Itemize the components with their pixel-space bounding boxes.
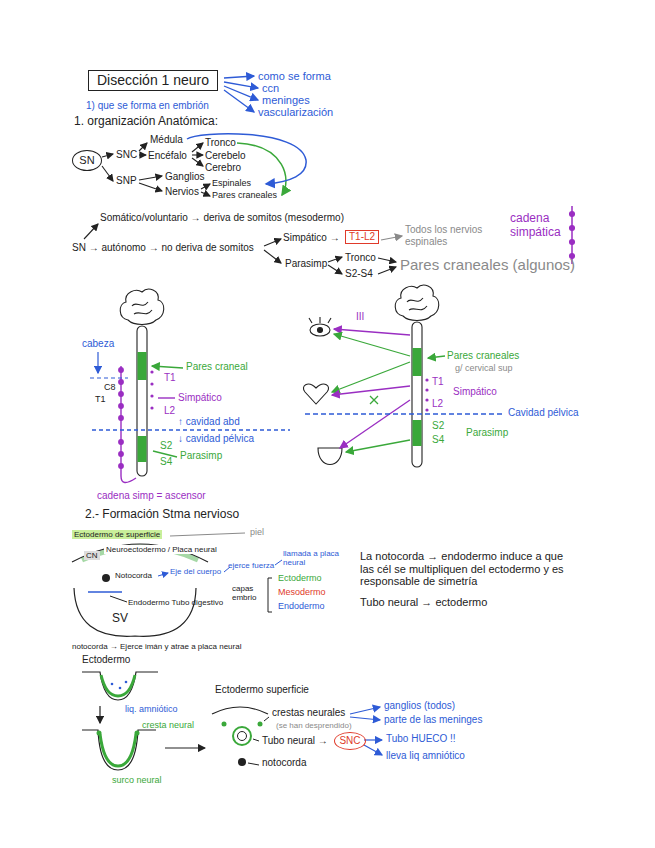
note-text: ganglios (todos): [384, 700, 455, 712]
note-text: Pares craneales (algunos): [400, 256, 575, 273]
note-text: Tronco: [345, 252, 376, 264]
note-text: Endodermo Tubo digestivo: [128, 598, 223, 607]
note-text: III: [356, 311, 364, 323]
note-text: parte de las meninges: [384, 714, 482, 726]
note-text: Pares craneales: [447, 350, 519, 362]
note-text: Mesodermo: [278, 587, 326, 597]
note-text: piel: [250, 527, 264, 537]
note-text: Tubo HUECO !!: [386, 733, 456, 745]
note-text: Ectodermo superficie: [215, 684, 309, 696]
note-text: CN: [84, 551, 100, 560]
note-text: T1: [164, 372, 176, 384]
note-text: liq. amniótico: [125, 704, 178, 714]
note-text: L2: [432, 398, 443, 410]
note-text: Encéfalo: [148, 150, 187, 162]
note-text: SV: [112, 612, 128, 626]
note-text: S4: [432, 434, 444, 446]
note-text: Simpático →: [283, 232, 340, 244]
note-text: Pares craneales: [212, 190, 277, 200]
note-text: Simpático: [453, 386, 497, 398]
note-text: cadena simpática: [510, 212, 568, 240]
note-text: llamada a placa neural: [283, 549, 345, 567]
note-text: SN → autónomo → no deriva de somitos: [72, 242, 254, 254]
note-text: Tronco: [205, 137, 236, 149]
node-text: SN: [79, 154, 94, 166]
system-circle: SN: [72, 150, 102, 171]
note-text: como se forma: [258, 70, 331, 83]
note-text: 1) que se forma en embrión: [86, 100, 209, 112]
note-text: Simpático: [178, 392, 222, 404]
node-text: SNC: [339, 735, 360, 746]
note-text: Espinales: [212, 178, 251, 188]
note-text: Eje del cuerpo: [170, 567, 221, 576]
note-text: vascularización: [258, 106, 333, 119]
note-text: g/ cervical sup: [455, 363, 513, 373]
note-text: T1: [432, 376, 444, 388]
title-box: Disección 1 neuro: [88, 70, 218, 91]
note-text: capas embrio: [232, 584, 266, 602]
note-text: ↓ cavidad pélvica: [178, 433, 254, 445]
note-text: S2: [432, 420, 444, 432]
note-text: C8: [104, 382, 116, 392]
note-text: L2: [164, 405, 175, 417]
note-text: T1: [95, 394, 106, 404]
note-text: Médula: [150, 134, 183, 146]
note-text: Ectodermo de superficie: [72, 530, 162, 539]
note-text: lleva liq amniótico: [386, 750, 465, 762]
note-text: meninges: [262, 94, 310, 107]
note-text: S2-S4: [345, 268, 373, 280]
note-text: Cerebelo: [205, 150, 246, 162]
note-text: Pares craneal: [186, 361, 248, 373]
note-text: Notocorda: [115, 571, 152, 580]
note-text: Parasimp: [466, 427, 508, 439]
note-text: S4: [160, 456, 172, 468]
note-text: cresta neural: [142, 720, 194, 730]
note-text: Parasimp: [180, 450, 222, 462]
note-text: ejerce fuerza: [228, 561, 274, 570]
note-text: Parasimp: [285, 258, 327, 270]
note-text: S2: [160, 440, 172, 452]
note-text: Ganglios: [165, 171, 204, 183]
note-text: Tubo neural →: [262, 735, 328, 747]
note-text: Nervios: [165, 186, 199, 198]
note-text: Cavidad pélvica: [508, 407, 579, 419]
note-text: SNC: [116, 149, 137, 161]
note-text: (se han desprendido): [276, 721, 352, 730]
note-text: cadena simp = ascensor: [97, 490, 206, 502]
note-text: 2.- Formación Stma nervioso: [85, 508, 239, 522]
note-text: Ectodermo: [82, 654, 130, 666]
note-text: SNP: [116, 175, 137, 187]
note-text: surco neural: [112, 775, 162, 785]
node-text: Disección 1 neuro: [97, 72, 209, 88]
note-text: notocorda: [262, 757, 306, 769]
note-text: Neuroectodermo / Placa neural: [104, 545, 219, 554]
note-text: notocorda → Ejerce imán y atrae a placa …: [72, 642, 241, 651]
note-text: La notocorda → endodermo induce a que la…: [360, 550, 580, 588]
note-text: Todos los nervios espinales: [405, 224, 490, 247]
note-text: Somático/voluntario → deriva de somitos …: [100, 212, 344, 224]
note-text: Ectodermo: [278, 573, 322, 583]
note-text: crestas neurales: [272, 707, 345, 719]
note-text: cabeza: [82, 338, 114, 350]
snc-circle: SNC: [334, 732, 366, 750]
segment-box: T1-L2: [345, 230, 379, 244]
note-text: Endodermo: [278, 601, 325, 611]
note-text: 1. organización Anatómica:: [74, 115, 218, 129]
note-text: ↑ cavidad abd: [178, 416, 240, 428]
note-text: Tubo neural → ectodermo: [360, 596, 487, 609]
node-text: T1-L2: [349, 231, 375, 242]
note-text: ccn: [262, 82, 279, 95]
note-text: Cerebro: [205, 162, 241, 174]
